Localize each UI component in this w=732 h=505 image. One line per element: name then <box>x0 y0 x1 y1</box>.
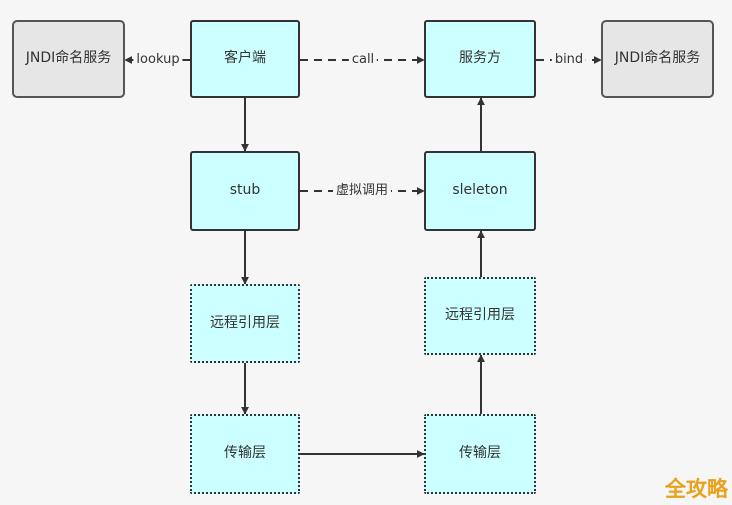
node-jndi-right-label: JNDI命名服务 <box>614 50 701 67</box>
edge-label-lookup: lookup <box>133 52 183 68</box>
watermark-text: 全攻略 <box>665 477 728 501</box>
edge-label-bind: bind <box>551 52 587 68</box>
node-jndi-left-label: JNDI命名服务 <box>25 50 112 67</box>
node-remote-ref-left: 远程引用层 <box>190 284 300 363</box>
node-client: 客户端 <box>190 20 300 98</box>
node-server-label: 服务方 <box>459 50 501 67</box>
node-remote-ref-left-label: 远程引用层 <box>210 314 280 331</box>
node-transport-right-label: 传输层 <box>459 445 501 462</box>
edge-label-call: call <box>348 52 378 68</box>
node-jndi-right: JNDI命名服务 <box>601 20 714 98</box>
node-jndi-left: JNDI命名服务 <box>12 20 125 98</box>
node-client-label: 客户端 <box>224 50 266 67</box>
node-transport-right: 传输层 <box>424 414 536 494</box>
node-remote-ref-right: 远程引用层 <box>424 277 536 355</box>
node-remote-ref-right-label: 远程引用层 <box>445 307 515 324</box>
node-skeleton-label: sleleton <box>452 182 508 199</box>
node-transport-left-label: 传输层 <box>224 445 266 462</box>
node-transport-left: 传输层 <box>190 414 300 494</box>
node-skeleton: sleleton <box>424 151 536 231</box>
node-stub-label: stub <box>229 182 261 199</box>
node-stub: stub <box>190 151 300 231</box>
node-server: 服务方 <box>424 20 536 98</box>
edge-label-virtual-call: 虚拟调用 <box>332 183 392 199</box>
